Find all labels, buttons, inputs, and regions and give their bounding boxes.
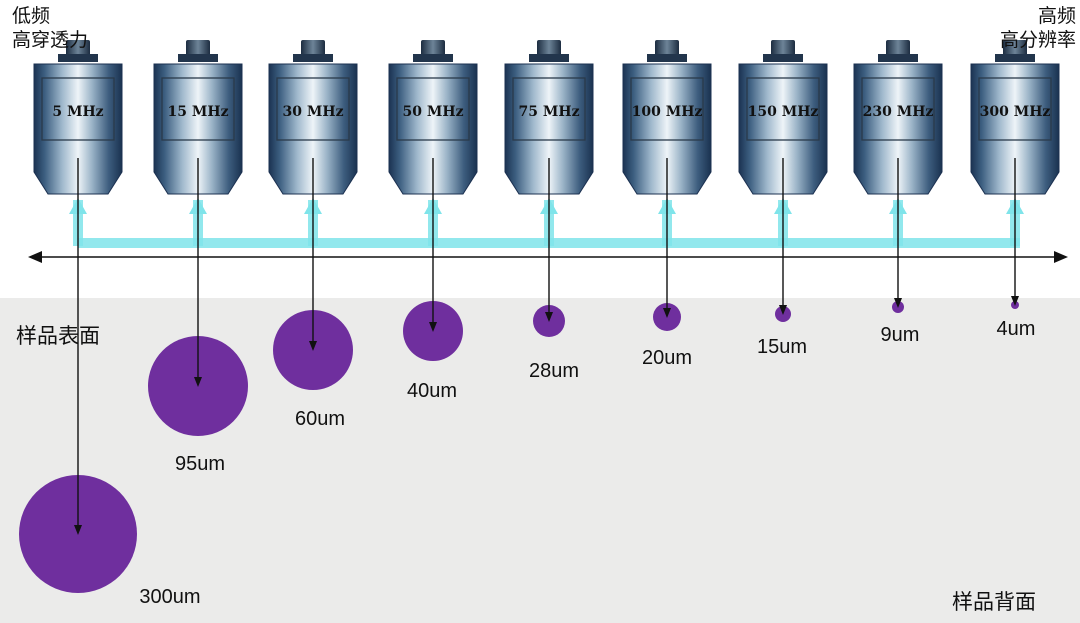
low-frequency-label: 低频 高穿透力 [12, 4, 88, 52]
transducer-150-mhz: 150 MHz [738, 40, 828, 195]
frequency-label-5-mhz: 5 MHz [52, 104, 103, 120]
transducer-5-mhz: 5 MHz [33, 40, 123, 195]
transducer-neck-5-mhz [58, 54, 98, 62]
transducer-connector-30-mhz [301, 40, 325, 57]
transducer-neck-15-mhz [178, 54, 218, 62]
spot-size-label-150-mhz: 15um [757, 336, 807, 358]
transducer-connector-150-mhz [771, 40, 795, 57]
transducer-50-mhz: 50 MHz [388, 40, 478, 195]
spot-size-label-75-mhz: 28um [529, 360, 579, 382]
transducer-label-frame-100-mhz [630, 77, 704, 141]
frequency-label-30-mhz: 30 MHz [282, 104, 343, 120]
transducer-label-frame-50-mhz [396, 77, 470, 141]
transducer-neck-230-mhz [878, 54, 918, 62]
transducer-body-5-mhz [33, 63, 123, 195]
frequency-label-50-mhz: 50 MHz [402, 104, 463, 120]
transducer-connector-300-mhz [1003, 40, 1027, 57]
transducer-connector-5-mhz [66, 40, 90, 57]
beam-network [69, 198, 1024, 248]
transducer-connector-15-mhz [186, 40, 210, 57]
beam-arrowhead-tip-15-mhz [194, 377, 202, 387]
frequency-label-75-mhz: 75 MHz [518, 104, 579, 120]
sample-back-label: 样品背面 [952, 590, 1036, 614]
transducer-neck-100-mhz [647, 54, 687, 62]
transducer-body-150-mhz [738, 63, 828, 195]
horizontal-axis [28, 251, 1068, 263]
transducer-neck-300-mhz [995, 54, 1035, 62]
beam-arrowhead-tip-230-mhz [894, 298, 902, 308]
beam-arrowhead-tip-30-mhz [309, 341, 317, 351]
transducer-body-230-mhz [853, 63, 943, 195]
transducer-label-frame-300-mhz [978, 77, 1052, 141]
beam-arrowhead-tip-5-mhz [74, 525, 82, 535]
sample-surface-label: 样品表面 [16, 324, 100, 348]
frequency-label-150-mhz: 150 MHz [748, 104, 819, 120]
transducer-30-mhz: 30 MHz [268, 40, 358, 195]
transducer-300-mhz: 300 MHz [970, 40, 1060, 195]
transducer-label-frame-150-mhz [746, 77, 820, 141]
transducers: 5 MHz 15 MHz 30 MHz 50 MHz 75 MHz 100 MHz 150 … [33, 40, 1060, 195]
transducer-neck-50-mhz [413, 54, 453, 62]
transducer-label-frame-30-mhz [276, 77, 350, 141]
spot-size-label-300-mhz: 4um [997, 318, 1036, 340]
high-penetration-text: 高穿透力 [12, 29, 89, 51]
transducer-body-50-mhz [388, 63, 478, 195]
beam-arrowhead-tip-75-mhz [545, 312, 553, 322]
beam-arrowhead-tip-300-mhz [1011, 296, 1019, 306]
spot-size-label-230-mhz: 9um [881, 324, 920, 346]
transducer-label-frame-75-mhz [512, 77, 586, 141]
transducer-body-30-mhz [268, 63, 358, 195]
spot-size-label-30-mhz: 60um [295, 408, 345, 430]
transducer-15-mhz: 15 MHz [153, 40, 243, 195]
transducer-body-100-mhz [622, 63, 712, 195]
frequency-label-230-mhz: 230 MHz [863, 104, 934, 120]
spot-size-label-15-mhz: 95um [175, 453, 225, 475]
high-resolution-text: 高分辨率 [999, 29, 1076, 51]
axis-left-arrowhead [28, 251, 42, 263]
low-frequency-title: 低频 [12, 5, 51, 27]
transducer-label-frame-230-mhz [861, 77, 935, 141]
axis-right-arrowhead [1054, 251, 1068, 263]
beam-arrowhead-tip-150-mhz [779, 305, 787, 315]
transducer-100-mhz: 100 MHz [622, 40, 712, 195]
transducer-body-15-mhz [153, 63, 243, 195]
beam-arrowhead-tip-100-mhz [663, 308, 671, 318]
transducer-neck-75-mhz [529, 54, 569, 62]
beam-arrows [74, 158, 1019, 535]
frequency-label-15-mhz: 15 MHz [167, 104, 228, 120]
beam-arrowhead-tip-50-mhz [429, 322, 437, 332]
transducer-neck-150-mhz [763, 54, 803, 62]
transducer-connector-230-mhz [886, 40, 910, 57]
transducer-75-mhz: 75 MHz [504, 40, 594, 195]
sample-region [0, 298, 1080, 623]
transducer-label-frame-5-mhz [41, 77, 115, 141]
frequency-label-100-mhz: 100 MHz [632, 104, 703, 120]
transducer-neck-30-mhz [293, 54, 333, 62]
spot-size-label-50-mhz: 40um [407, 380, 457, 402]
transducer-connector-75-mhz [537, 40, 561, 57]
transducer-connector-100-mhz [655, 40, 679, 57]
frequency-label-300-mhz: 300 MHz [980, 104, 1051, 120]
high-frequency-label: 高频 高分辨率 [1000, 4, 1076, 52]
transducer-body-75-mhz [504, 63, 594, 195]
high-frequency-title: 高频 [1037, 5, 1076, 27]
spot-size-label-100-mhz: 20um [642, 347, 692, 369]
transducer-label-frame-15-mhz [161, 77, 235, 141]
transducer-230-mhz: 230 MHz [853, 40, 943, 195]
spot-size-label-5-mhz: 300um [139, 586, 200, 608]
transducer-body-300-mhz [970, 63, 1060, 195]
transducer-connector-50-mhz [421, 40, 445, 57]
